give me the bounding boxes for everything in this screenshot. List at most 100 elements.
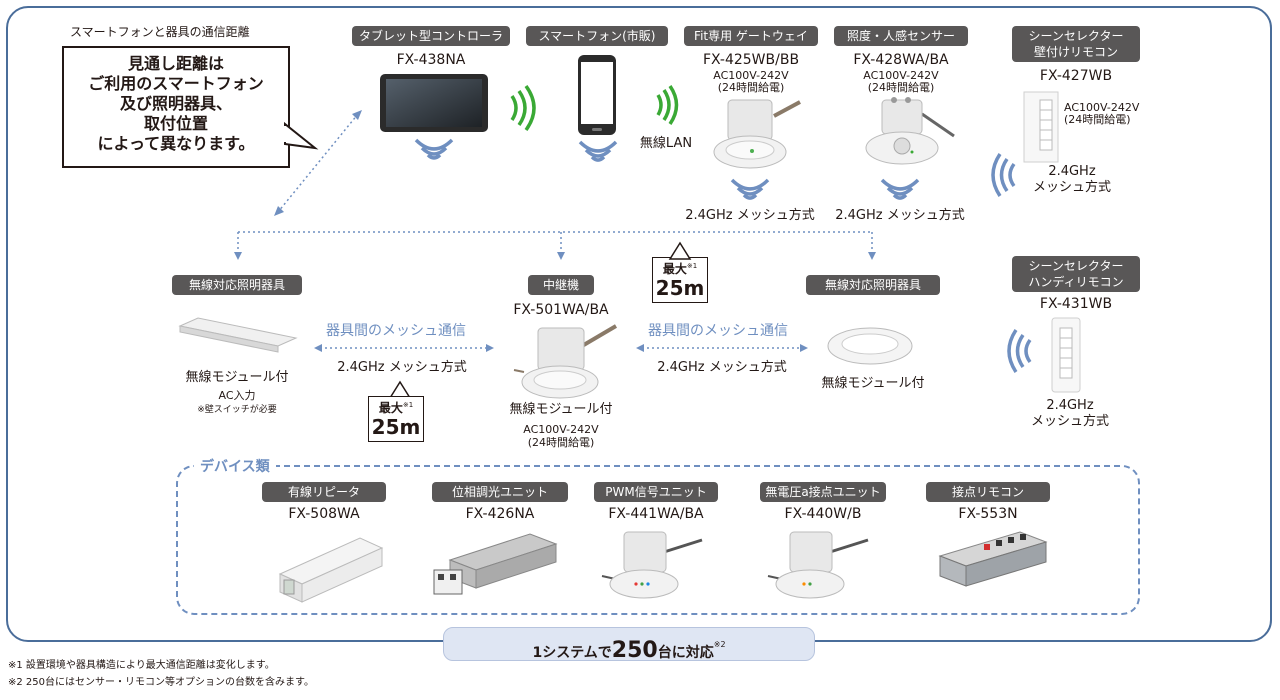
- callout-line-4: 取付位置: [143, 114, 208, 133]
- handy-selector-tag-line-1: シーンセレクター: [1028, 259, 1124, 273]
- max-distance-box-left: 最大※1 25m: [368, 396, 424, 442]
- smartphone-image: [578, 55, 616, 135]
- max-label-left: 最大: [378, 401, 403, 415]
- wall-selector-signal-icon: [991, 153, 1016, 197]
- wall-selector-tag: シーンセレクター 壁付けリモコン: [1012, 26, 1140, 62]
- device-model-pwm-unit: FX-441WA/BA: [608, 506, 704, 522]
- footnote-2: ※2 250台にはセンサー・リモコン等オプションの台数を含みます。: [8, 677, 315, 688]
- phone-tag: スマートフォン(市販): [526, 26, 668, 46]
- callout-pointer: [282, 121, 319, 150]
- left-fixture-tag: 無線対応照明器具: [172, 275, 302, 295]
- mesh-arrow-left: [314, 344, 494, 352]
- wireless-lan-label: 無線LAN: [639, 136, 693, 151]
- footnote-1: ※1 設置環境や器具構造により最大通信距離は変化します。: [8, 660, 275, 671]
- green-signal-icon-2: [656, 85, 679, 125]
- phone-signal-icon: [578, 140, 618, 162]
- tablet-signal-icon: [414, 138, 454, 160]
- gateway-tag: Fit専用 ゲートウェイ: [684, 26, 818, 46]
- wall-selector-hours: (24時間給電): [1064, 113, 1131, 126]
- max-value-left: 25m: [371, 415, 421, 439]
- gateway-image: [713, 99, 801, 169]
- contact-remote-image: [938, 531, 1048, 587]
- device-tag-contact-remote: 接点リモコン: [926, 482, 1050, 502]
- right-fixture-tag: 無線対応照明器具: [806, 275, 940, 295]
- tablet-image: [380, 74, 488, 132]
- sensor-hours: (24時間給電): [867, 81, 935, 94]
- callout-line-5: によって異なります。: [97, 134, 255, 153]
- device-tag-phase-dimmer: 位相調光ユニット: [432, 482, 568, 502]
- linear-fixture-image: [178, 317, 298, 353]
- wall-remote-image: [1023, 91, 1059, 163]
- system-prefix: 1システムで: [532, 645, 612, 661]
- handy-selector-tag: シーンセレクター ハンディリモコン: [1012, 256, 1140, 292]
- wall-selector-power: AC100V-242V: [1064, 101, 1140, 114]
- downlight-image: [827, 327, 913, 365]
- wall-selector-model: FX-427WB: [1039, 68, 1113, 84]
- repeater-image: [513, 324, 618, 399]
- mesh-arrow-right: [636, 344, 808, 352]
- device-tag-pwm-unit: PWM信号ユニット: [594, 482, 718, 502]
- sensor-signal-icon: [880, 178, 920, 200]
- handy-selector-model: FX-431WB: [1039, 296, 1113, 312]
- sensor-model: FX-428WA/BA: [853, 52, 949, 68]
- repeater-hours: (24時間給電): [527, 436, 595, 449]
- tablet-tag: タブレット型コントローラ: [352, 26, 510, 46]
- mesh-method-right: 2.4GHz メッシュ方式: [657, 360, 787, 375]
- system-note: ※2: [713, 640, 726, 649]
- left-fixture-module: 無線モジュール付: [185, 370, 289, 385]
- max-label-right: 最大: [662, 262, 687, 276]
- sensor-image: [865, 97, 955, 165]
- handy-remote-image: [1051, 317, 1081, 393]
- handy-selector-tag-line-2: ハンディリモコン: [1028, 275, 1124, 289]
- left-fixture-ac: AC入力: [218, 389, 256, 402]
- gateway-model: FX-425WB/BB: [702, 52, 800, 68]
- mesh-comm-label-right: 器具間のメッシュ通信: [648, 323, 788, 339]
- gateway-signal-icon: [730, 178, 770, 200]
- device-model-phase-dimmer: FX-426NA: [465, 506, 535, 522]
- sensor-power: AC100V-242V: [863, 69, 939, 82]
- pwm-unit-image: [601, 531, 703, 599]
- wall-selector-mesh-line-1: 2.4GHz: [1048, 164, 1096, 179]
- device-model-contact-remote: FX-553N: [958, 506, 1018, 522]
- max-note-left: ※1: [402, 401, 414, 409]
- handy-selector-mesh-line-2: メッシュ方式: [1030, 414, 1109, 429]
- max-note-right: ※1: [686, 262, 698, 270]
- device-model-wired-repeater: FX-508WA: [288, 506, 360, 522]
- system-capacity-pill: 1システムで250台に対応※2: [443, 627, 815, 663]
- mesh-bus-dotted: [234, 231, 876, 260]
- max-distance-box-right: 最大※1 25m: [652, 257, 708, 303]
- wired-repeater-image: [278, 537, 384, 603]
- devices-title: デバイス類: [194, 456, 276, 476]
- handy-selector-mesh-line-1: 2.4GHz: [1046, 398, 1094, 413]
- device-tag-dry-contact-unit: 無電圧a接点ユニット: [760, 482, 886, 502]
- callout-line-3: 及び照明器具、: [119, 94, 232, 113]
- callout-line-2: ご利用のスマートフォン: [88, 74, 264, 93]
- handy-selector-signal-icon: [1007, 329, 1032, 373]
- repeater-module: 無線モジュール付: [509, 402, 613, 417]
- mesh-method-left: 2.4GHz メッシュ方式: [337, 360, 467, 375]
- sensor-tag: 照度・人感センサー: [834, 26, 968, 46]
- gateway-mesh-label: 2.4GHz メッシュ方式: [685, 208, 815, 223]
- sensor-mesh-label: 2.4GHz メッシュ方式: [835, 208, 965, 223]
- dry-contact-unit-image: [767, 531, 869, 599]
- distance-callout: 見通し距離は ご利用のスマートフォン 及び照明器具、 取付位置 によって異なりま…: [62, 46, 290, 168]
- repeater-model: FX-501WA/BA: [513, 302, 609, 318]
- system-count: 250: [611, 638, 658, 663]
- repeater-power: AC100V-242V: [523, 423, 599, 436]
- device-model-dry-contact-unit: FX-440W/B: [784, 506, 862, 522]
- wall-selector-tag-line-1: シーンセレクター: [1028, 29, 1124, 43]
- repeater-tag: 中継機: [528, 275, 594, 295]
- phase-dimmer-image: [433, 533, 558, 595]
- wall-selector-tag-line-2: 壁付けリモコン: [1033, 45, 1118, 59]
- gateway-power: AC100V-242V: [713, 69, 789, 82]
- right-fixture-module: 無線モジュール付: [821, 376, 925, 391]
- tablet-model: FX-438NA: [396, 52, 466, 68]
- green-signal-icon: [510, 84, 536, 132]
- left-fixture-note: ※壁スイッチが必要: [197, 405, 277, 415]
- devices-box: [176, 465, 1140, 615]
- max-box-pointer-right: [668, 241, 692, 260]
- mesh-comm-label-left: 器具間のメッシュ通信: [326, 323, 466, 339]
- callout-line-1: 見通し距離は: [127, 54, 224, 73]
- gateway-hours: (24時間給電): [717, 81, 785, 94]
- system-suffix: 台に対応: [657, 645, 714, 661]
